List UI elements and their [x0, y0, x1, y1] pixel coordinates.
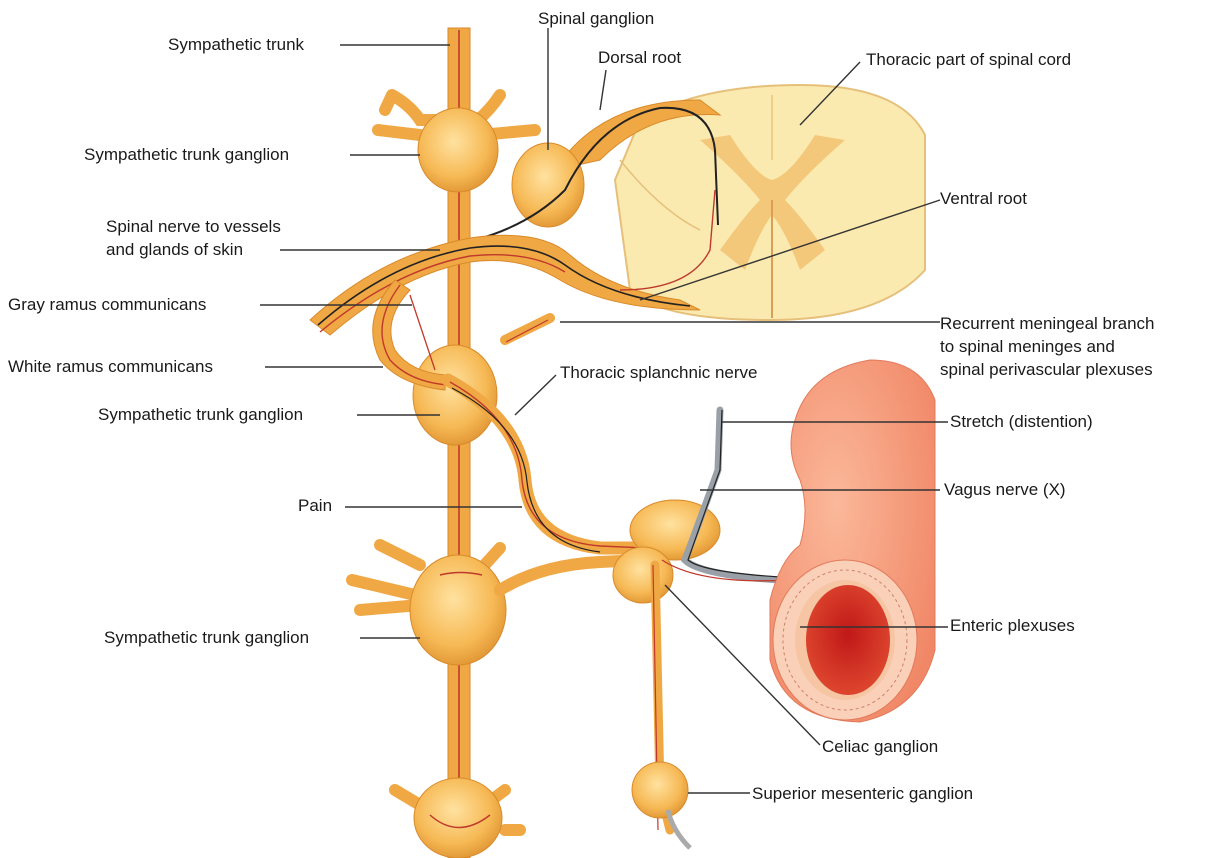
label-dorsal-root: Dorsal root: [598, 47, 681, 69]
label-sympathetic-trunk-ganglion-1: Sympathetic trunk ganglion: [84, 144, 289, 166]
trunk-ganglion-lower: [352, 545, 506, 665]
label-gray-ramus: Gray ramus communicans: [8, 294, 206, 316]
trunk-ganglion-middle: [413, 345, 497, 445]
label-superior-mesenteric: Superior mesenteric ganglion: [752, 783, 973, 805]
thoracic-splanchnic-shape: [448, 380, 640, 548]
gray-ramus-fiber: [410, 295, 435, 370]
label-ventral-root: Ventral root: [940, 188, 1027, 210]
label-recurrent-line2: to spinal meninges and: [940, 336, 1115, 358]
label-sympathetic-trunk: Sympathetic trunk: [168, 34, 304, 56]
label-enteric: Enteric plexuses: [950, 615, 1075, 637]
recurrent-meningeal-shape: [505, 318, 550, 340]
label-sympathetic-trunk-ganglion-3: Sympathetic trunk ganglion: [104, 627, 309, 649]
trunk-ganglion-upper: [378, 95, 535, 192]
superior-mesenteric-ganglion-shape: [632, 762, 688, 818]
rami-communicantes-shape: [373, 280, 445, 390]
label-pain: Pain: [298, 495, 332, 517]
label-recurrent-line1: Recurrent meningeal branch: [940, 313, 1155, 335]
label-stretch: Stretch (distention): [950, 411, 1093, 433]
label-spinal-ganglion: Spinal ganglion: [538, 8, 654, 30]
label-celiac: Celiac ganglion: [822, 736, 938, 758]
label-spinal-nerve-line1: Spinal nerve to vessels: [106, 216, 281, 238]
label-sympathetic-trunk-ganglion-2: Sympathetic trunk ganglion: [98, 404, 303, 426]
intestine-organ: [770, 360, 935, 722]
label-thoracic-spinal-cord: Thoracic part of spinal cord: [866, 49, 1071, 71]
label-white-ramus: White ramus communicans: [8, 356, 213, 378]
label-thoracic-splanchnic: Thoracic splanchnic nerve: [560, 362, 757, 384]
label-vagus: Vagus nerve (X): [944, 479, 1066, 501]
label-spinal-nerve-line2: and glands of skin: [106, 239, 243, 261]
label-recurrent-line3: spinal perivascular plexuses: [940, 359, 1153, 381]
trunk-ganglion-bottom: [395, 778, 520, 858]
